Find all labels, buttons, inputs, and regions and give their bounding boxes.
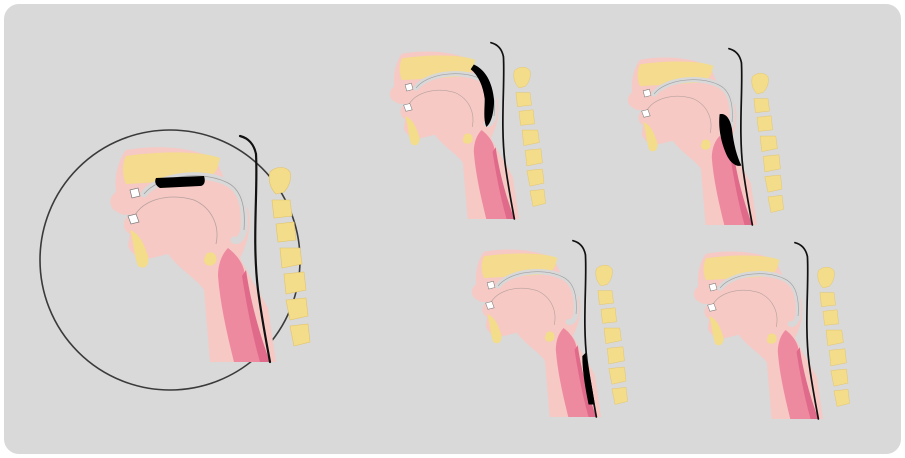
vertebra: [272, 200, 292, 218]
upper-tooth: [130, 188, 140, 198]
upper-tooth: [643, 89, 651, 97]
vertebra: [765, 175, 782, 192]
vertebra: [754, 99, 770, 113]
vertebra: [607, 347, 624, 364]
upper-tooth: [709, 283, 717, 291]
vertebra: [829, 349, 846, 366]
upper-tooth: [487, 281, 495, 289]
vertebra: [527, 169, 544, 186]
vertebra: [276, 222, 296, 242]
vertebra: [601, 308, 617, 324]
vertebra: [525, 149, 542, 166]
vertebra: [757, 116, 773, 132]
vertebra: [831, 369, 848, 386]
upper-tooth: [405, 83, 413, 91]
vertebra: [284, 272, 306, 294]
vertebra: [516, 93, 532, 107]
vertebra: [519, 110, 535, 126]
vertebra: [823, 310, 839, 326]
vertebra: [763, 155, 780, 172]
vertebra: [820, 293, 836, 307]
vertebra: [609, 367, 626, 384]
vertebra: [598, 291, 614, 305]
vertebra: [286, 298, 308, 320]
